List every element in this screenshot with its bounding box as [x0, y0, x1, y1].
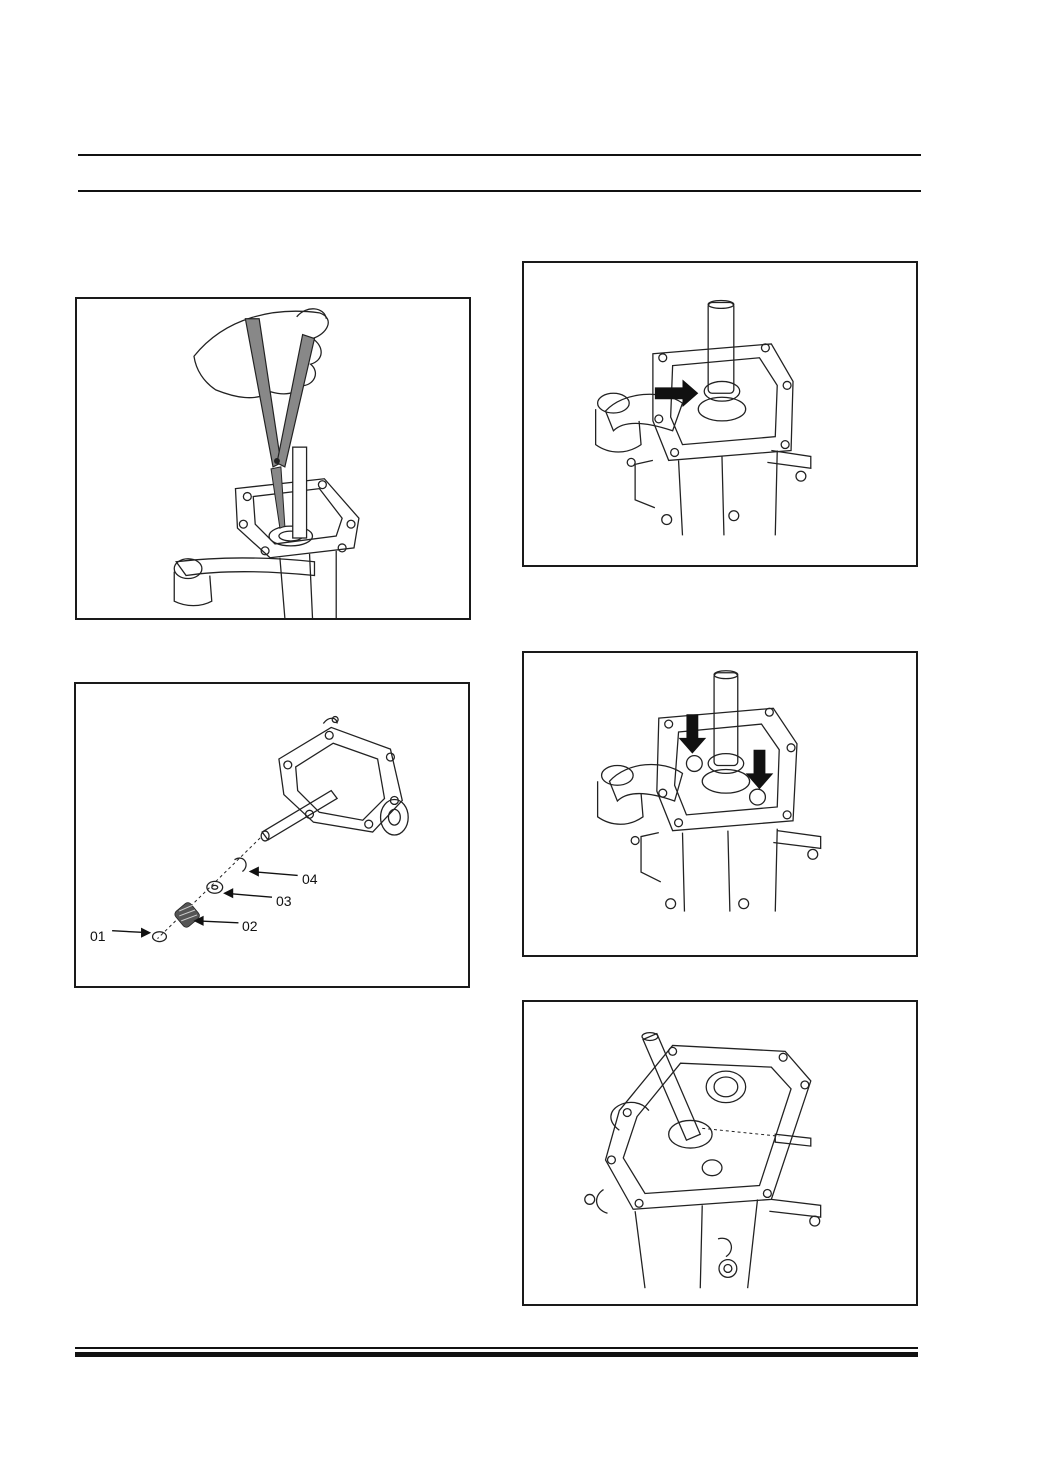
figure-bolts-arrows [522, 651, 918, 957]
callout-03: 03 [276, 893, 292, 909]
header-rule-top [78, 154, 921, 156]
callout-02: 02 [242, 918, 258, 934]
callout-04: 04 [302, 871, 318, 887]
bolts-arrows-illustration [596, 670, 822, 912]
pliers-illustration [173, 308, 360, 618]
figure-exploded-view: 04 03 02 01 [74, 682, 470, 988]
pin-removal-illustration [584, 1031, 822, 1289]
figure-pliers-removal [75, 297, 471, 620]
footer-rule-thin [75, 1347, 918, 1349]
header-rule-bottom [78, 190, 921, 192]
figure-pin-removal [522, 1000, 918, 1306]
bearing-arrow-illustration [595, 299, 812, 536]
footer-rule-thick [75, 1352, 918, 1357]
callout-01: 01 [90, 928, 106, 944]
exploded-view-illustration [112, 715, 409, 943]
figure-bearing-arrow [522, 261, 918, 567]
